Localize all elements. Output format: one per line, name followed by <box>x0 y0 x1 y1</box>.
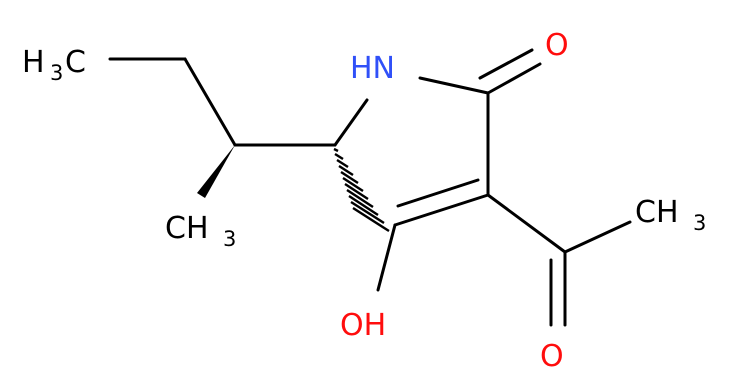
label-methyl-left-h: H <box>22 45 45 80</box>
atom-labels: H 3 C HN O CH 3 CH 3 OH O <box>22 28 706 374</box>
label-hydroxyl: OH <box>340 308 386 343</box>
label-methyl-left-sub: 3 <box>50 61 63 85</box>
label-methyl-left-c: C <box>65 45 86 80</box>
bonds <box>108 48 632 327</box>
bond-c5-n <box>333 98 369 147</box>
bond-c2-o-b <box>478 48 534 80</box>
label-carbonyl-o: O <box>545 28 569 63</box>
label-methyl-down-c: CH <box>165 211 209 246</box>
bond-c3-c4-a <box>393 193 490 227</box>
label-nh: HN <box>350 51 395 86</box>
label-methyl-down-sub: 3 <box>223 227 236 251</box>
solid-wedge-ch-ch3 <box>197 145 235 198</box>
hashed-wedge-c5-c4 <box>333 147 390 233</box>
bond-c4-oh <box>376 223 397 292</box>
label-acetyl-o: O <box>540 339 564 374</box>
bond-n-c2 <box>418 76 490 95</box>
label-methyl-right-sub: 3 <box>693 211 706 235</box>
label-methyl-right-c: CH <box>635 195 679 230</box>
bond-acetylc-ch3 <box>563 220 632 254</box>
bond-c2-o-a <box>486 62 542 95</box>
bond-ch2-ch <box>183 57 237 147</box>
bond-c3-acetylc <box>486 193 567 254</box>
bond-c3-c4-b <box>396 178 480 208</box>
